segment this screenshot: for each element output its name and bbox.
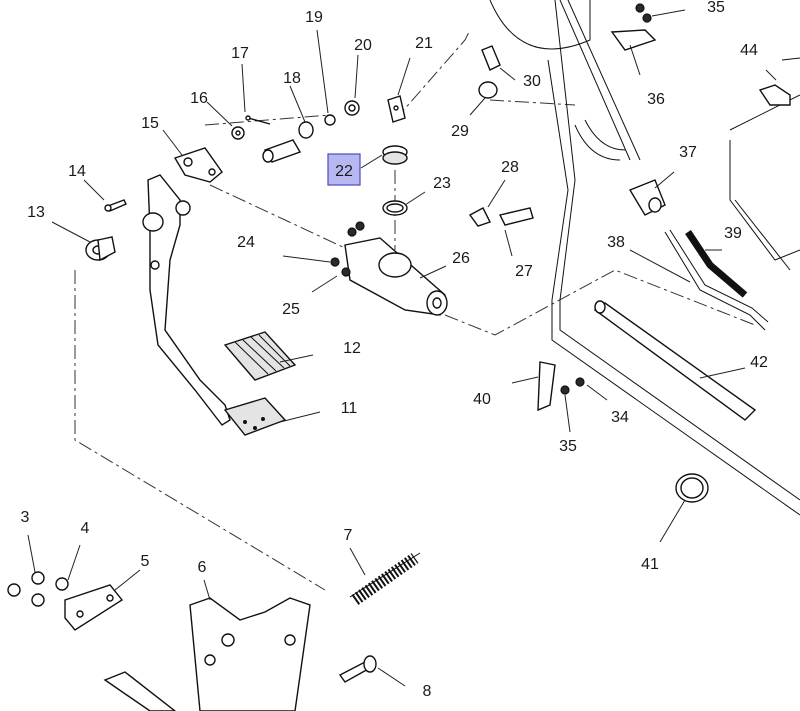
label-39[interactable]: 39 [724, 225, 742, 242]
label-22[interactable]: 22 [335, 163, 353, 180]
label-19[interactable]: 19 [305, 9, 323, 26]
label-12[interactable]: 12 [343, 340, 361, 357]
part-12-pedal-pad [223, 331, 297, 381]
label-37[interactable]: 37 [679, 144, 697, 161]
label-38[interactable]: 38 [607, 234, 625, 251]
label-42[interactable]: 42 [750, 354, 768, 371]
part-40-bracket [537, 361, 585, 412]
label-15[interactable]: 15 [141, 115, 159, 132]
label-40[interactable]: 40 [473, 391, 491, 408]
label-34[interactable]: 34 [611, 409, 629, 426]
part-3-4-screws [7, 571, 69, 607]
label-6[interactable]: 6 [198, 559, 207, 576]
label-18[interactable]: 18 [283, 70, 301, 87]
part-16-washer [231, 126, 245, 140]
label-4[interactable]: 4 [81, 520, 90, 537]
label-17[interactable]: 17 [231, 45, 249, 62]
part-18-bushing [262, 121, 314, 163]
leader-lines [27, 9, 777, 687]
label-29[interactable]: 29 [451, 123, 469, 140]
label-35-bottom[interactable]: 35 [559, 438, 577, 455]
part-19-20-nut-washer [324, 100, 360, 126]
part-44-bracket [758, 57, 800, 106]
label-5[interactable]: 5 [141, 553, 150, 570]
label-41[interactable]: 41 [641, 556, 659, 573]
label-7[interactable]: 7 [344, 527, 353, 544]
highlight-box-22[interactable] [327, 153, 361, 186]
label-21[interactable]: 21 [415, 35, 433, 52]
part-42-tube [593, 300, 757, 421]
label-36[interactable]: 36 [647, 91, 665, 108]
part-5-plate [64, 584, 124, 631]
label-27[interactable]: 27 [515, 263, 533, 280]
part-39-hose [685, 230, 748, 298]
part-labels: 19 20 21 18 17 16 15 14 13 22 23 24 25 2… [21, 0, 768, 700]
part-38-pipe [664, 229, 769, 331]
label-11[interactable]: 11 [341, 400, 358, 417]
label-44[interactable]: 44 [740, 42, 758, 59]
label-16[interactable]: 16 [190, 90, 208, 107]
part-37-fitting [628, 179, 666, 216]
part-24-25-fasteners [330, 221, 365, 277]
routing-lines [74, 29, 756, 591]
label-35-top[interactable]: 35 [707, 0, 725, 16]
part-13-bushing [85, 236, 116, 262]
part-8-pin [338, 655, 377, 683]
part-15-clevis [173, 147, 223, 183]
part-21-fitting [387, 95, 406, 123]
label-8[interactable]: 8 [423, 683, 432, 700]
label-13[interactable]: 13 [27, 204, 45, 221]
label-24[interactable]: 24 [237, 234, 255, 251]
label-28[interactable]: 28 [501, 159, 519, 176]
label-25[interactable]: 25 [282, 301, 300, 318]
part-6-bracket [189, 597, 311, 711]
part-29-30-fittings [478, 45, 501, 99]
part-14-bolt [104, 199, 127, 212]
part-27-28-bleeder [468, 207, 534, 227]
label-3[interactable]: 3 [21, 509, 30, 526]
part-23-seal [382, 200, 408, 216]
part-22-cap [382, 145, 408, 165]
label-26[interactable]: 26 [452, 250, 470, 267]
label-30[interactable]: 30 [523, 73, 541, 90]
part-36-clip [610, 3, 657, 51]
label-23[interactable]: 23 [433, 175, 451, 192]
label-20[interactable]: 20 [354, 37, 372, 54]
part-lower-link [103, 671, 177, 711]
part-7-spring [349, 552, 421, 605]
part-41-clamp [675, 473, 709, 503]
label-14[interactable]: 14 [68, 163, 86, 180]
part-26-master-cylinder [344, 237, 448, 316]
part-17-pin [245, 115, 271, 125]
pedal-assembly [142, 174, 287, 436]
